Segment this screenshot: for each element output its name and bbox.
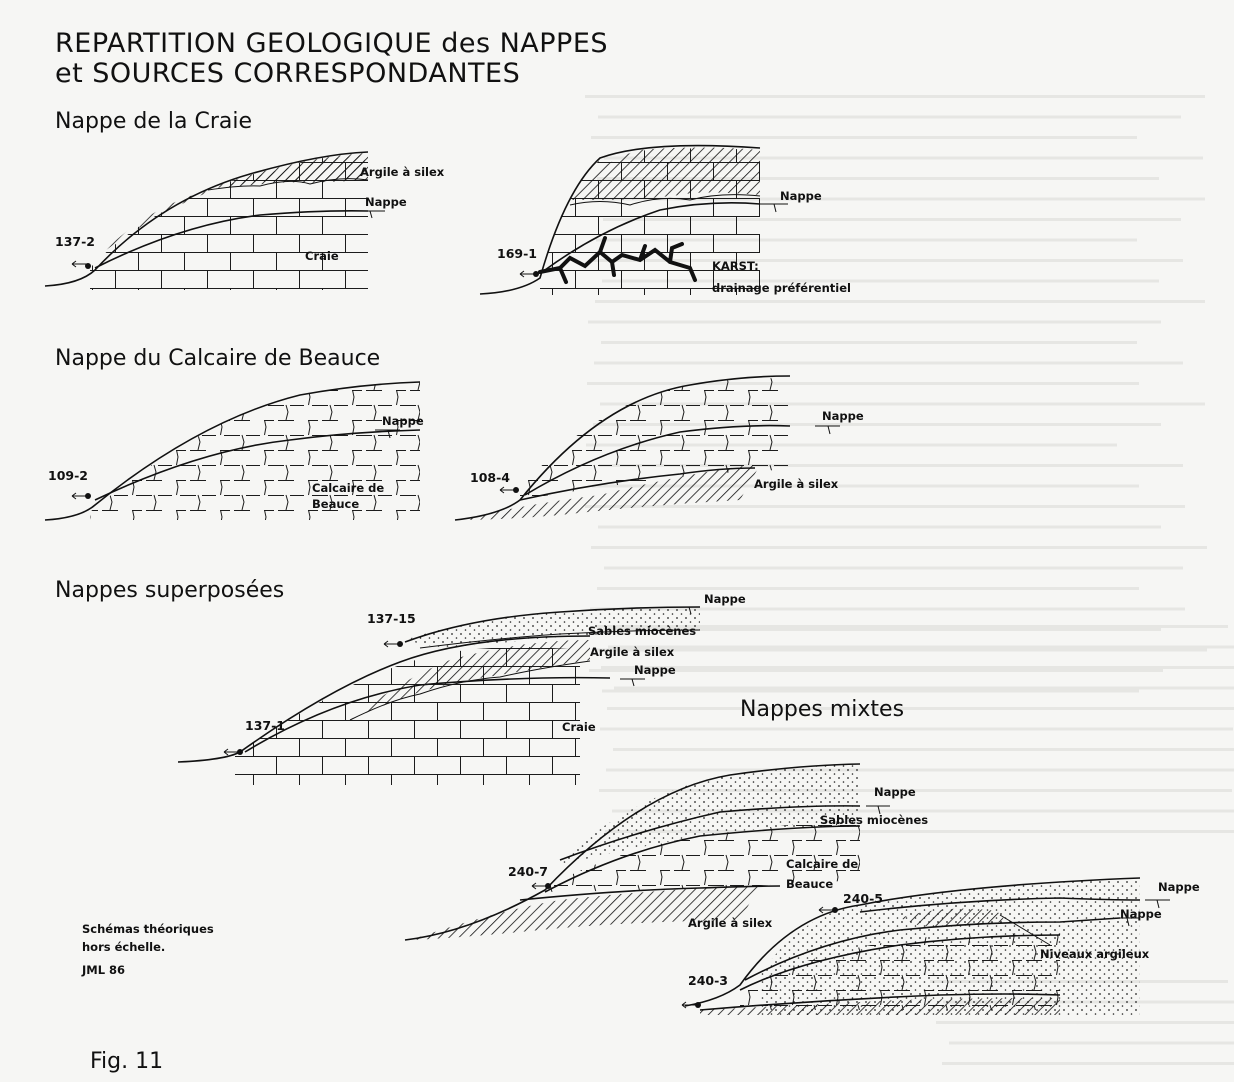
bleed-line [603,628,1161,631]
bleed-line [593,423,1161,426]
label-nappe-1: Nappe [365,195,407,209]
bleed-line [612,809,1234,813]
source-240-5: 240-5 [843,891,883,906]
label-nappe-6: Nappe [634,663,676,677]
diagram-beauce-left: Nappe Calcaire de Beauce 109-2 [44,381,424,521]
label-nappe-2: Nappe [780,189,822,203]
label-argile-silex-4: Argile à silex [688,916,773,930]
source-137-2: 137-2 [55,234,95,249]
label-argile-silex-3: Argile à silex [590,645,675,659]
bleed-line [587,382,1139,385]
source-240-7: 240-7 [508,864,548,879]
bleed-line [949,1041,1234,1045]
bleed-line [598,115,1181,119]
diagram-craie-right: Nappe KARST: drainage préférentiel 169-1 [479,144,851,295]
source-137-1: 137-1 [245,718,285,733]
bleed-line [608,645,1234,649]
label-calcaire-de-2: Calcaire de [786,857,858,871]
bleed-line [589,259,1183,262]
bleed-line [589,669,1163,672]
source-137-15: 137-15 [367,611,416,626]
label-nappe-7: Nappe [874,785,916,799]
bleed-line [585,95,1205,98]
label-argile-silex-1: Argile à silex [360,165,445,179]
bleed-line [591,546,1207,549]
note-line2: hors échelle. [82,940,165,954]
bleed-line [604,156,1203,160]
diagram-superposees: Nappe Sables miocènes Argile à silex Nap… [177,592,746,785]
bleed-line [595,625,1228,628]
bleed-line [601,341,1137,344]
label-craie-2: Craie [562,720,596,734]
bleed-line [590,197,1205,201]
bleed-line [606,768,1234,772]
label-nappe-9: Nappe [1120,907,1162,921]
label-niveaux: Niveaux argileux [1040,947,1150,961]
bleed-line [599,789,1232,792]
diagram-mixtes-right: Nappe Nappe Niveaux argileux 240-5 240-3 [681,877,1200,1015]
diagram-mixtes-left: Nappe Sables miocènes Calcaire de Beauce… [404,763,928,941]
label-calcaire-de-1: Calcaire de [312,481,384,495]
bleed-line [613,748,1234,751]
label-beauce-2: Beauce [786,877,833,891]
bleed-line [614,686,1234,690]
bleed-line [600,727,1233,731]
bleed-line [590,607,1185,611]
diagram-craie-left: Argile à silex Nappe Craie 137-2 [44,151,445,290]
diagram-beauce-right: Nappe Argile à silex 108-4 [454,375,864,521]
bleed-line [591,136,1137,139]
figure-number: Fig. 11 [90,1049,163,1074]
bleed-line [588,320,1161,324]
bleed-line [599,464,1183,467]
bleed-line [942,1062,1234,1065]
bleed-line [601,666,1234,669]
source-108-4: 108-4 [470,470,510,485]
bleed-line [595,300,1205,303]
bleed-line [600,402,1205,406]
label-sables-1: Sables miocènes [588,624,696,638]
label-nappe-8: Nappe [1158,880,1200,894]
label-karst: KARST: [712,259,759,273]
figure-title-line2: et SOURCES CORRESPONDANTES [55,58,520,89]
bleed-line [603,218,1181,221]
source-240-3: 240-3 [688,973,728,988]
bleed-line [597,587,1139,590]
bleed-line [598,525,1161,529]
bleed-line [602,689,1139,693]
section-title-craie: Nappe de la Craie [55,109,252,134]
bleed-line [596,648,1207,652]
bleed-line [596,238,1137,242]
bleed-line [602,279,1159,283]
bleed-line [604,566,1183,570]
note-line1: Schémas théoriques [82,922,214,936]
label-drainage: drainage préférentiel [712,281,851,295]
bleed-line [597,177,1159,180]
section-title-mixtes: Nappes mixtes [740,697,904,722]
source-109-2: 109-2 [48,468,88,483]
label-nappe-4: Nappe [822,409,864,423]
bleed-line [592,484,1139,488]
source-169-1: 169-1 [497,246,537,261]
section-title-superposees: Nappes superposées [55,578,284,603]
figure-title-line1: REPARTITION GEOLOGIQUE des NAPPES [55,28,608,59]
bleed-line [585,505,1185,508]
note-line3: JML 86 [81,963,125,977]
label-craie-1: Craie [305,249,339,263]
bleed-line [607,707,1234,710]
bleed-line [605,830,1234,833]
label-nappe-5: Nappe [704,592,746,606]
bleed-line [936,1021,1234,1024]
section-title-beauce: Nappe du Calcaire de Beauce [55,346,380,371]
label-sables-2: Sables miocènes [820,813,928,827]
bleed-line [594,361,1183,365]
bleed-line [586,443,1117,447]
label-argile-silex-2: Argile à silex [754,477,839,491]
label-nappe-3: Nappe [382,414,424,428]
label-beauce-1: Beauce [312,497,359,511]
